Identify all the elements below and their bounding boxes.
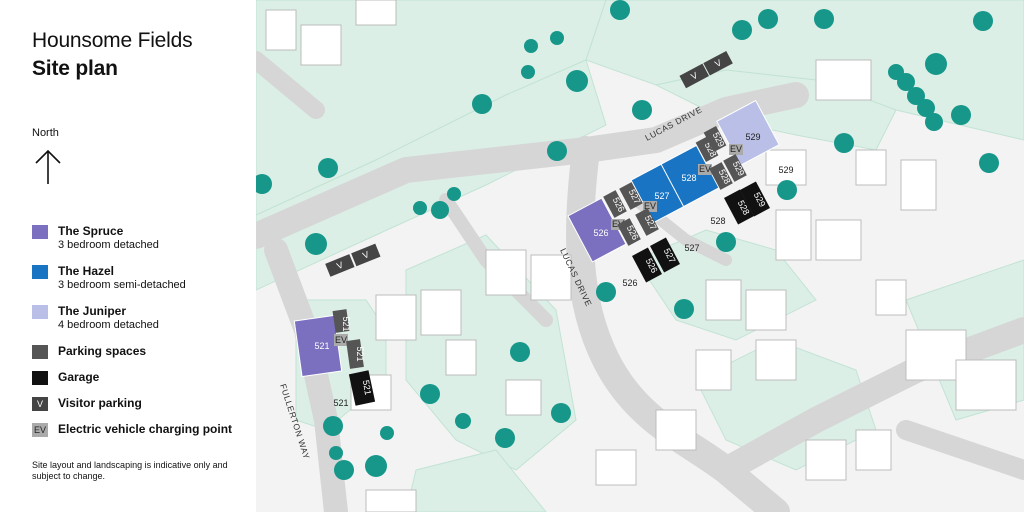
plot-number: 526 xyxy=(593,228,608,238)
hazel-swatch xyxy=(32,265,48,279)
legend-panel: Hounsome Fields Site plan North The Spru… xyxy=(0,0,256,512)
legend-subtitle: 4 bedroom detached xyxy=(58,319,159,331)
legend-subtitle: 3 bedroom semi-detached xyxy=(58,279,186,291)
visitor-parking-icon: V xyxy=(361,249,370,261)
legend-title: Garage xyxy=(58,370,100,384)
legend-title: The Juniper xyxy=(58,304,127,318)
ev-charging-icon: EV xyxy=(32,423,48,437)
legend-title: Electric vehicle charging point xyxy=(58,422,233,436)
parking-swatch xyxy=(32,345,48,359)
plot-number: 527 xyxy=(684,243,699,253)
legend-subtitle: 3 bedroom detached xyxy=(58,239,159,251)
legend-title: The Hazel xyxy=(58,264,115,278)
plot-number: 528 xyxy=(681,173,696,183)
plot-number: 521 xyxy=(361,379,373,396)
juniper-swatch xyxy=(32,305,48,319)
ev-charging-icon: EV xyxy=(730,144,742,154)
plot-number: 527 xyxy=(654,191,669,201)
spruce-swatch xyxy=(32,225,48,239)
site-map[interactable]: LUCAS DRIVE LUCAS DRIVE FULLERTON WAY V … xyxy=(256,0,1024,512)
visitor-parking-icon: V xyxy=(335,260,344,272)
garage-swatch xyxy=(32,371,48,385)
north-label: North xyxy=(32,127,59,139)
ev-charging-icon: EV xyxy=(612,219,624,229)
visitor-parking-icon: V xyxy=(32,397,48,411)
plot-number: 529 xyxy=(745,132,760,142)
plot-number: 528 xyxy=(710,216,725,226)
visitor-parking-icon: V xyxy=(689,70,699,82)
visitor-parking-bays: V V V V xyxy=(325,50,733,277)
plot-number: 521 xyxy=(333,398,348,408)
page-title: Site plan xyxy=(32,57,118,80)
plot-521[interactable]: 521 521 EV 521 521 521 xyxy=(293,309,376,408)
legend-title: The Spruce xyxy=(58,224,124,238)
plot-528[interactable]: 528 528 EV 528 528 528 xyxy=(660,136,754,226)
ev-charging-icon: EV xyxy=(335,335,347,345)
ev-charging-icon: EV xyxy=(644,201,656,211)
disclaimer: Site layout and landscaping is indicativ… xyxy=(32,460,228,481)
plot-number: 526 xyxy=(622,278,637,288)
plot-number: 521 xyxy=(341,316,351,331)
trees xyxy=(256,0,999,480)
plot-526[interactable]: 526 526 EV 526 526 526 xyxy=(567,190,662,288)
plot-number: 521 xyxy=(314,341,329,351)
buildings xyxy=(265,0,1017,512)
plot-number: 521 xyxy=(355,346,365,361)
visitor-parking-icon: V xyxy=(713,57,723,69)
legend-title: Visitor parking xyxy=(58,396,142,410)
north-arrow-icon xyxy=(35,149,61,184)
plot-number: 529 xyxy=(778,165,793,175)
legend-title: Parking spaces xyxy=(58,344,147,358)
ev-charging-icon: EV xyxy=(699,164,711,174)
development-name: Hounsome Fields xyxy=(32,29,193,52)
site-map-canvas: LUCAS DRIVE LUCAS DRIVE FULLERTON WAY V … xyxy=(256,0,1024,512)
plot-529[interactable]: 529 529 EV 529 529 529 xyxy=(703,99,794,217)
